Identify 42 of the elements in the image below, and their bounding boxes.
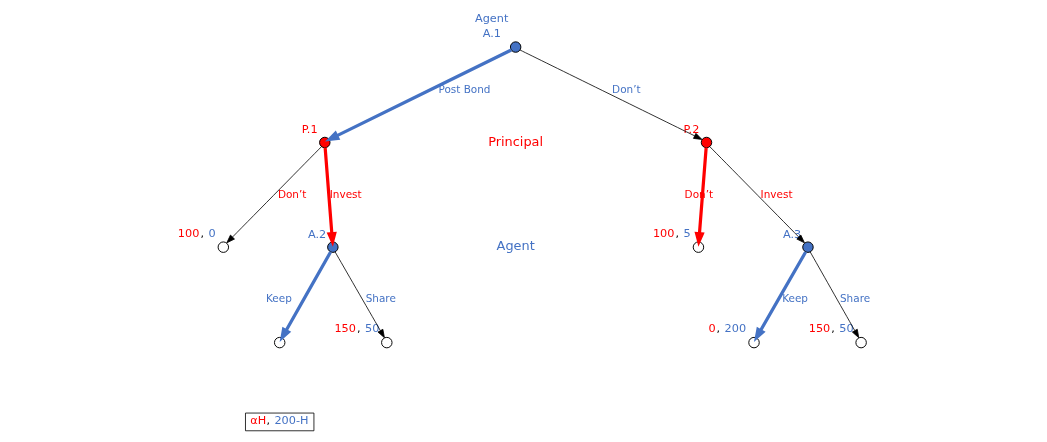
node-label: A.2 [307,227,327,241]
node-label: P.1 [301,122,318,136]
node-circle [381,336,393,349]
edge-label: Share [839,292,871,305]
node-label: P.2 [683,122,700,136]
node-circle [748,336,760,349]
node-circle [855,336,867,349]
node-circle [319,136,331,149]
edge-label: Invest [329,187,362,200]
arrow [279,251,332,342]
node-circle [692,241,705,253]
node-circle [700,136,713,149]
edge-label: Don’t [612,82,641,95]
arrow [753,251,808,342]
arrow [809,251,860,339]
arrow [519,49,703,140]
edge-label: Share [365,292,396,305]
node-label: 150, 50 [808,322,854,336]
node-label: A.1 [482,27,501,41]
node-circle [327,241,339,253]
edge-label: Keep [782,292,808,305]
arrow [226,146,322,244]
edge-label: Post Bond [438,82,491,95]
edge-label: Keep [265,292,292,305]
node-label: Agent [474,11,509,25]
node-circle [217,241,230,253]
edge-label: Invest [760,187,793,200]
node-label: 100, 5 [652,226,691,240]
node-label: 0, 200 [708,322,747,336]
node-circle [802,241,814,253]
arrow [325,48,512,142]
node-label: 100, 0 [177,226,216,240]
node-box: αH, 200-H [245,412,315,432]
edge-label: Don’t [277,187,307,200]
node-label: 150, 50 [334,322,380,336]
node-circle [509,41,522,53]
label: Agent [496,238,535,254]
arrow [323,147,337,247]
label: Principal [488,133,544,149]
arrow [709,146,805,244]
node-circle [274,336,286,349]
arrow [334,251,385,339]
